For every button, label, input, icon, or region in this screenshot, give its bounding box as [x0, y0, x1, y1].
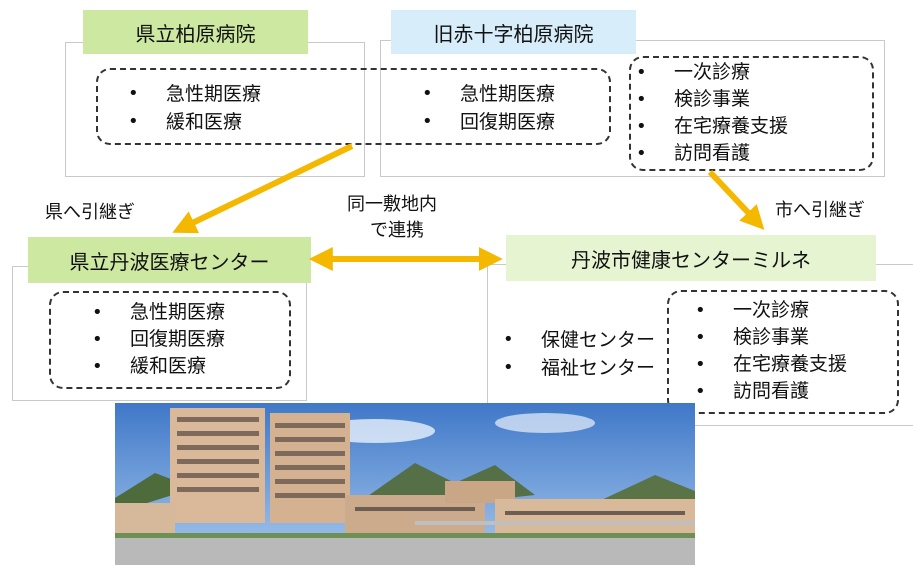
- service-item: 在宅療養支援: [604, 113, 788, 140]
- kashiwara-pref-service-list: 急性期医療 緩和医療: [96, 80, 261, 136]
- service-item: 緩和医療: [60, 353, 225, 380]
- service-item: 訪問看護: [663, 378, 847, 405]
- facility-item: 福祉センター: [471, 354, 655, 382]
- service-item: 検診事業: [604, 86, 788, 113]
- service-item: 検診事業: [663, 324, 847, 351]
- same-site-cooperation-label-line1: 同一敷地内: [347, 194, 437, 215]
- milne-facility-list: 保健センター 福祉センター: [471, 326, 655, 382]
- service-item: 回復期医療: [390, 108, 555, 136]
- red-cross-city-service-list: 一次診療 検診事業 在宅療養支援 訪問看護: [604, 59, 788, 167]
- service-item: 一次診療: [663, 297, 847, 324]
- service-item: 在宅療養支援: [663, 351, 847, 378]
- milne-title: 丹波市健康センターミルネ: [506, 235, 876, 281]
- service-item: 急性期医療: [390, 80, 555, 108]
- service-item: 回復期医療: [60, 326, 225, 353]
- building-illustration: [115, 403, 695, 565]
- transfer-to-prefecture-label: 県へ引継ぎ: [45, 202, 135, 223]
- service-item: 訪問看護: [604, 140, 788, 167]
- former-red-cross-hospital-title: 旧赤十字柏原病院: [391, 10, 636, 54]
- arrow-to-city: [707, 169, 765, 230]
- transfer-to-city-label: 市へ引継ぎ: [775, 200, 865, 221]
- kashiwara-pref-hospital-title: 県立柏原病院: [83, 10, 308, 54]
- service-item: 緩和医療: [96, 108, 261, 136]
- service-item: 急性期医療: [60, 299, 225, 326]
- same-site-cooperation-label-line2: で連携: [370, 220, 424, 241]
- facility-item: 保健センター: [471, 326, 655, 354]
- tamba-medical-center-building-photo: [115, 403, 695, 565]
- tamba-medical-center-title: 県立丹波医療センター: [28, 237, 311, 283]
- milne-service-list: 一次診療 検診事業 在宅療養支援 訪問看護: [663, 297, 847, 405]
- service-item: 急性期医療: [96, 80, 261, 108]
- tamba-medical-center-service-group: [49, 291, 291, 389]
- tamba-medical-center-service-list: 急性期医療 回復期医療 緩和医療: [60, 299, 225, 380]
- red-cross-shared-service-list: 急性期医療 回復期医療: [390, 80, 555, 136]
- service-item: 一次診療: [604, 59, 788, 86]
